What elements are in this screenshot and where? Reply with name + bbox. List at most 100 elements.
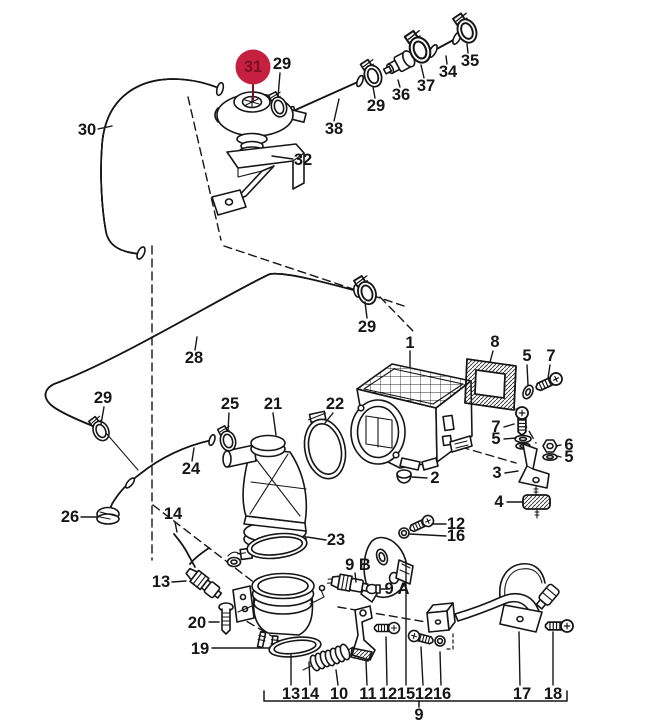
part-label-6[interactable]: 6 — [564, 436, 573, 454]
leader-line-21 — [272, 412, 277, 436]
part-label-7[interactable]: 7 — [491, 418, 500, 436]
part-label-32[interactable]: 32 — [294, 151, 312, 169]
part-label-22[interactable]: 22 — [326, 395, 344, 413]
leader-line-24 — [191, 447, 195, 462]
sensor-13 — [185, 567, 223, 599]
hose-28 — [45, 274, 361, 434]
part-label-37[interactable]: 37 — [417, 77, 435, 95]
clamp-29-top — [358, 56, 386, 91]
bracket-3 — [518, 443, 550, 489]
leader-line-13 — [171, 580, 187, 583]
part-label-2[interactable]: 2 — [430, 469, 439, 487]
plug-2 — [396, 469, 412, 484]
part-label-20[interactable]: 20 — [188, 614, 206, 632]
part-label-13[interactable]: 13 — [152, 573, 170, 591]
part-label-8[interactable]: 8 — [490, 333, 499, 351]
part-label-38[interactable]: 38 — [325, 120, 343, 138]
leader-line-7 — [547, 364, 551, 379]
leader-line-9b — [354, 572, 357, 583]
leader-line-10 — [335, 669, 339, 686]
part-label-36[interactable]: 36 — [392, 86, 410, 104]
part-label-31[interactable]: 31 — [244, 58, 262, 76]
gasket-8 — [464, 358, 517, 411]
hose-14 — [174, 534, 209, 567]
bracket-11 — [350, 605, 376, 662]
part-label-24[interactable]: 24 — [182, 460, 201, 478]
part-label-30[interactable]: 30 — [78, 121, 96, 139]
part-label-17[interactable]: 17 — [513, 685, 531, 703]
clamp-29-left — [86, 412, 113, 445]
part-label-9a[interactable]: 9 A — [384, 580, 409, 598]
gasket-19 — [268, 636, 322, 658]
leader-line-38 — [333, 98, 340, 122]
part-label-28[interactable]: 28 — [185, 349, 203, 367]
part-label-34[interactable]: 34 — [439, 63, 458, 81]
part-label-9[interactable]: 9 — [414, 706, 423, 724]
leader-line-29 — [277, 72, 281, 98]
leader-line-5 — [503, 437, 517, 440]
part-label-16[interactable]: 16 — [447, 527, 465, 545]
part-label-29[interactable]: 29 — [367, 97, 385, 115]
throttle-body — [226, 551, 326, 653]
part-label-23[interactable]: 23 — [327, 531, 345, 549]
leader-line-7 — [503, 423, 515, 428]
leader-line-37 — [420, 64, 425, 79]
clamp-22 — [303, 410, 347, 480]
part-label-10[interactable]: 10 — [330, 685, 348, 703]
part-label-18[interactable]: 18 — [544, 685, 562, 703]
leader-line-29 — [364, 301, 368, 319]
part-label-5[interactable]: 5 — [522, 347, 531, 365]
hose-24 — [108, 433, 216, 514]
part-label-3[interactable]: 3 — [492, 464, 501, 482]
part-label-29[interactable]: 29 — [94, 389, 112, 407]
washer-5d — [542, 452, 558, 461]
leader-line-6 — [555, 444, 562, 447]
leader-line-30 — [97, 125, 113, 130]
rubber-mount-4 — [522, 486, 551, 519]
part-label-5[interactable]: 5 — [564, 448, 573, 466]
part-label-14[interactable]: 14 — [301, 685, 320, 703]
part-label-9b[interactable]: 9 B — [345, 556, 371, 574]
part-label-1[interactable]: 1 — [405, 334, 414, 352]
leader-line-14 — [308, 661, 311, 686]
part-label-25[interactable]: 25 — [221, 395, 239, 413]
part-label-26[interactable]: 26 — [61, 508, 79, 526]
part-label-16[interactable]: 16 — [433, 685, 451, 703]
cap-9a — [365, 583, 381, 595]
group-bracket-line — [263, 690, 568, 708]
part-label-21[interactable]: 21 — [264, 395, 282, 413]
leader-line-5 — [526, 364, 529, 386]
part-label-15[interactable]: 15 — [397, 685, 415, 703]
part-label-7[interactable]: 7 — [546, 347, 555, 365]
screw-12c — [373, 621, 401, 635]
clamp-25 — [215, 423, 239, 454]
part-label-29[interactable]: 29 — [273, 55, 291, 73]
leader-line-8 — [489, 350, 494, 363]
part-label-35[interactable]: 35 — [461, 52, 479, 70]
cable-bracket-17 — [426, 562, 560, 633]
leader-line-25 — [227, 412, 230, 432]
clamp-23 — [237, 532, 308, 561]
clamp-29-pointer-line — [105, 432, 139, 471]
part-label-12[interactable]: 12 — [447, 515, 465, 533]
leader-line-12 — [385, 636, 388, 686]
part-label-12[interactable]: 12 — [379, 685, 397, 703]
part-label-14[interactable]: 14 — [164, 505, 183, 523]
air-flow-meter-1 — [350, 363, 473, 471]
part-label-29[interactable]: 29 — [358, 318, 376, 336]
leader-line-36 — [397, 79, 401, 88]
part-label-4[interactable]: 4 — [494, 493, 504, 511]
leader-line-29 — [100, 406, 105, 425]
part-label-19[interactable]: 19 — [191, 640, 209, 658]
nut-6 — [542, 439, 558, 453]
part-label-5[interactable]: 5 — [491, 430, 500, 448]
part-label-11[interactable]: 11 — [359, 685, 376, 703]
highlight-badge[interactable] — [235, 49, 271, 85]
intake-elbow-21 — [222, 434, 308, 551]
part-label-13[interactable]: 13 — [282, 685, 300, 703]
part-label-12[interactable]: 12 — [415, 685, 433, 703]
leader-line-11 — [365, 660, 368, 686]
leader-line-5 — [556, 455, 562, 458]
screw-20 — [218, 602, 234, 635]
